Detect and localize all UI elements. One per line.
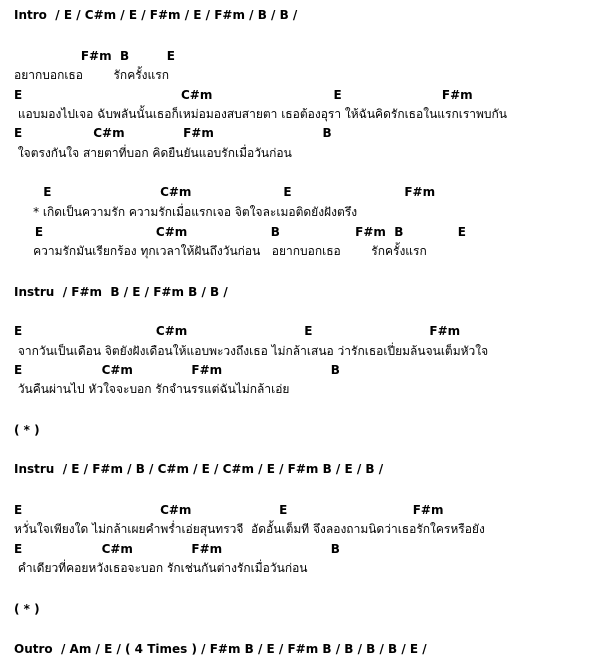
lyric-line: แอบมองไปเจอ ฉับพลันนั้นเธอก็เหม่อมองสบสา… xyxy=(14,107,508,121)
chord-line: F#m B E xyxy=(14,49,175,63)
instrumental-chords: Instru / E / F#m / B / C#m / E / C#m / E… xyxy=(14,462,384,476)
chord-line: E C#m F#m B xyxy=(14,542,340,556)
instrumental-chords: Instru / F#m B / E / F#m B / B / xyxy=(14,285,228,299)
chorus-repeat-marker: ( * ) xyxy=(14,602,40,616)
chord-line: E C#m F#m B xyxy=(14,363,340,377)
lyric-line: ใจตรงกันใจ สายตาที่บอก คิดยืนยันแอบรักเม… xyxy=(14,146,292,160)
outro-chords: Outro / Am / E / ( 4 Times ) / F#m B / E… xyxy=(14,642,427,656)
lyric-line: หวั่นใจเพียงใด ไม่กล้าเผยคำพร่ำเอ่ยสุนทร… xyxy=(14,522,485,536)
chorus-repeat-marker: ( * ) xyxy=(14,423,40,437)
chord-line: E C#m B F#m B E xyxy=(14,225,466,239)
chord-line: E C#m E F#m xyxy=(14,503,444,517)
lyric-line: อยากบอกเธอ รักครั้งแรก xyxy=(14,68,169,82)
lyric-line: คำเดียวที่คอยหวังเธอจะบอก รักเช่นกันต่าง… xyxy=(14,561,308,575)
intro-chords: Intro / E / C#m / E / F#m / E / F#m / B … xyxy=(14,8,298,22)
lyric-line: * เกิดเป็นความรัก ความรักเมื่อแรกเจอ จิต… xyxy=(14,205,358,219)
chord-line: E C#m E F#m xyxy=(14,185,436,199)
chord-line: E C#m E F#m xyxy=(14,88,473,102)
lyric-line: จากวันเป็นเดือน จิตยังฝังเดือนให้แอบพะวง… xyxy=(14,344,489,358)
lyric-line: วันคืนผ่านไป หัวใจจะบอก รักจำนรรแต่ฉันไม… xyxy=(14,382,290,396)
chord-line: E C#m E F#m xyxy=(14,324,461,338)
lyric-line: ความรักมันเรียกร้อง ทุกเวลาให้ฝันถึงวันก… xyxy=(14,244,427,258)
chord-line: E C#m F#m B xyxy=(14,126,332,140)
